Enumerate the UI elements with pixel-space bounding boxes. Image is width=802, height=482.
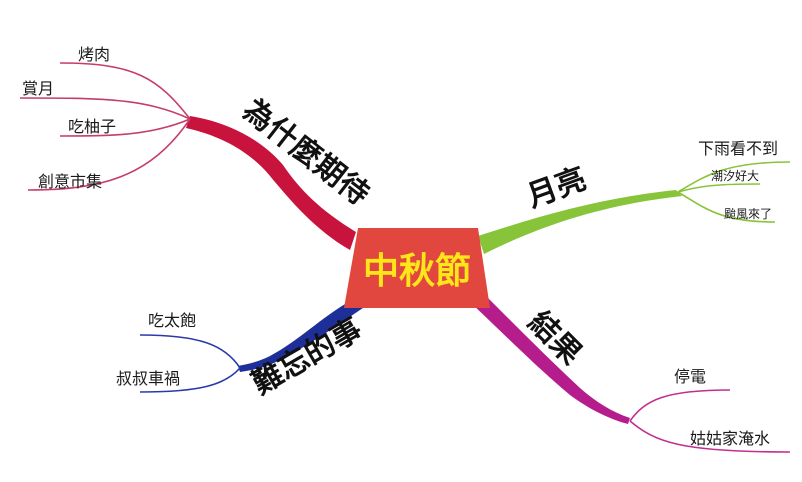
branch-result: 停電 姑姑家淹水 結果 <box>470 296 790 452</box>
branch-memorable-label: 難忘的事 <box>247 312 368 402</box>
branch-result-label: 結果 <box>521 305 588 372</box>
leaf-typhoon: 颱風來了 <box>724 206 772 221</box>
leaf-line-full <box>140 335 240 368</box>
branch-moon-connector <box>478 190 682 254</box>
center-label: 中秋節 <box>363 251 471 292</box>
leaf-line-moon-viewing <box>20 98 190 119</box>
branch-memorable: 吃太飽 叔叔車禍 難忘的事 <box>116 300 368 402</box>
leaf-flood: 姑姑家淹水 <box>690 429 770 448</box>
leaf-accident: 叔叔車禍 <box>116 369 180 388</box>
leaf-tide: 潮汐好大 <box>711 168 759 183</box>
leaf-moon-viewing: 賞月 <box>22 79 54 98</box>
leaf-full: 吃太飽 <box>148 311 196 330</box>
center-node: 中秋節 <box>344 228 490 308</box>
branch-why: 烤肉 賞月 吃柚子 創意市集 為什麼期待 <box>20 45 376 250</box>
leaf-rain: 下雨看不到 <box>698 139 778 158</box>
leaf-market: 創意市集 <box>38 172 102 191</box>
branch-moon: 下雨看不到 潮汐好大 颱風來了 月亮 <box>478 139 790 254</box>
leaf-line-outage <box>630 390 730 421</box>
leaf-bbq: 烤肉 <box>78 45 110 64</box>
leaf-outage: 停電 <box>674 367 706 386</box>
leaf-pomelo: 吃柚子 <box>68 117 116 136</box>
